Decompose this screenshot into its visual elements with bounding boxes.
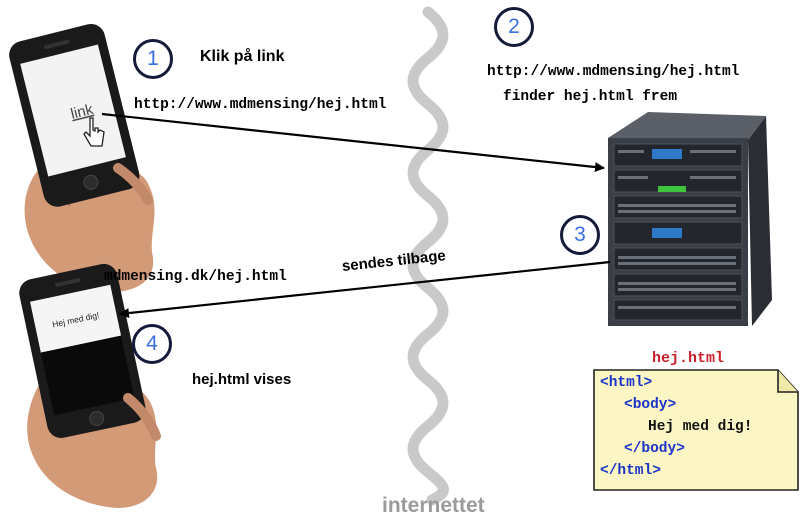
server-url-label: http://www.mdmensing/hej.html [487,64,740,80]
step-2-badge: 2 [494,7,534,47]
code-line-html-open: <html> [600,375,653,391]
step-1-caption: Klik på link [200,48,285,65]
response-arrow [119,260,611,319]
internet-label: internettet [382,494,485,517]
code-line-body-close: </body> [624,441,685,457]
server-rack [608,112,772,326]
server-display-blue-2 [652,228,682,238]
phone-bottom-with-hand: Hej med dig! [19,263,161,508]
code-line-body-open: <body> [624,397,677,413]
phone-bottom-screen [30,284,122,353]
step-4-caption-text: hej.html vises [192,371,292,388]
phone-top-link-text: link [69,101,95,123]
step-1-badge: 1 [133,39,173,79]
step-3-number: 3 [574,223,586,246]
code-note [593,369,799,491]
code-note-filename: hej.html [652,350,725,367]
server-display-green [658,186,686,192]
step-2-caption: finder hej.html frem [503,89,678,105]
request-arrow [101,112,605,173]
step-2-number: 2 [508,15,520,38]
pointer-hand-icon [83,117,105,147]
step-4-badge: 4 [132,324,172,364]
request-url-label: http://www.mdmensing/hej.html [134,97,387,113]
phone-top-with-hand: link [9,23,155,292]
code-line-html-close: </html> [600,463,661,479]
step-4-caption: hej.html vises [192,371,291,388]
internet-wave [407,6,449,506]
response-url-label: mdmensing.dk/hej.html [104,269,287,285]
code-line-content: Hej med dig! [648,419,753,435]
step-3-badge: 3 [560,215,600,255]
server-display-blue-1 [652,149,682,159]
step-1-number: 1 [147,47,159,70]
step-4-number: 4 [146,332,158,355]
